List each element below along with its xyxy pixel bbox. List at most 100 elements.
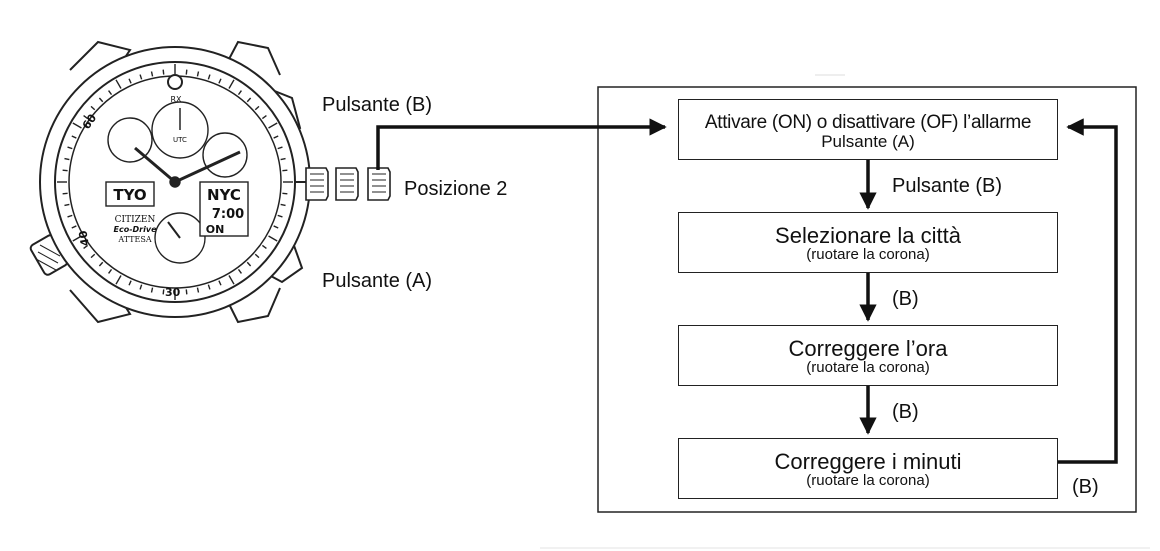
bezel-tick	[246, 97, 252, 103]
bezel-tick	[162, 69, 165, 75]
bezel-tick	[237, 268, 242, 274]
flow-frame	[597, 86, 1137, 513]
crown-to-flow-arrow	[376, 118, 667, 170]
bezel-tick	[72, 235, 82, 242]
ring-label-mid: UTC	[173, 136, 187, 144]
flow-step-set-minutes: Correggere i minuti (ruotare la corona)	[678, 438, 1058, 499]
watch-dial	[105, 101, 308, 264]
flow-step-title: Attivare (ON) o disattivare (OF) l’allar…	[704, 111, 1032, 133]
bezel-tick	[139, 74, 143, 80]
bezel-tick	[228, 275, 235, 285]
crown-position-1	[335, 167, 359, 201]
bezel-tick	[71, 225, 77, 229]
bezel-tick	[246, 261, 252, 267]
lcd-right-city: NYC	[207, 186, 241, 204]
bezel-tick	[115, 275, 122, 285]
bezel-tick	[261, 115, 267, 120]
bezel-tick	[83, 115, 89, 120]
bezel-tick	[67, 214, 73, 218]
bezel-tick	[261, 244, 267, 249]
label-button-b: Pulsante (B)	[322, 94, 433, 116]
model-name: ATTESA	[117, 235, 151, 244]
flow-step-select-city: Selezionare la città (ruotare la corona)	[678, 212, 1058, 273]
lcd-left-text: TYO	[113, 186, 146, 204]
bezel-tick	[150, 71, 154, 77]
bezel-tick	[64, 157, 70, 161]
bezel-tick	[273, 135, 279, 139]
bezel-tick	[128, 78, 132, 84]
brand-name: CITIZEN	[115, 215, 156, 225]
bezel-tick	[282, 169, 288, 172]
bezel-tick	[268, 235, 278, 242]
bezel-tick	[196, 287, 200, 293]
model-line: Eco-Drive	[114, 225, 158, 234]
bezel-tick	[139, 284, 143, 290]
bezel-tick	[185, 69, 188, 75]
hour-hand	[134, 146, 176, 184]
bezel-tick	[185, 289, 188, 295]
bezel-tick	[218, 280, 222, 286]
crown-guard-dot	[167, 74, 183, 90]
bezel-ticks	[57, 64, 293, 300]
crown-position-0[interactable]	[305, 167, 329, 201]
crown-positions	[305, 167, 391, 201]
subdial-top-left	[107, 117, 153, 163]
bezel-tick	[254, 105, 260, 111]
bezel-tick	[237, 90, 242, 96]
bezel-tick	[273, 225, 279, 229]
bezel-tick	[64, 203, 70, 207]
subdial-bottom	[154, 212, 206, 264]
bezel-tick	[62, 192, 68, 195]
bezel-tick	[228, 79, 235, 89]
flow-arrow-label-3: (B)	[892, 401, 919, 423]
lcd-right-time: 7:00	[212, 207, 244, 222]
bezel-tick	[108, 268, 113, 274]
bezel-tick	[277, 214, 283, 218]
bezel-tick	[71, 135, 77, 139]
flow-arrow-label-1: Pulsante (B)	[892, 175, 1003, 197]
bezel-tick	[207, 74, 211, 80]
bezel-tick	[67, 146, 73, 150]
bezel-tick	[108, 90, 113, 96]
flow-step-subtitle: Pulsante (A)	[821, 131, 915, 151]
crown-position-2	[367, 167, 391, 201]
bezel-tick	[90, 253, 96, 259]
bezel-tick	[254, 253, 260, 259]
subdial-top-center	[151, 101, 209, 159]
flow-step-subtitle: (ruotare la corona)	[806, 471, 930, 489]
bezel-tick	[98, 97, 104, 103]
lcd-left	[105, 181, 155, 207]
flow-step-title: Correggere i minuti	[774, 448, 962, 474]
bezel-tick	[280, 157, 286, 161]
watch-dial-text: TYO NYC 7:00 ON CITIZEN Eco-Drive ATTESA…	[76, 95, 244, 299]
flow-return-arrow	[1058, 118, 1118, 464]
flow-step-set-hour: Correggere l’ora (ruotare la corona)	[678, 325, 1058, 386]
flow-return-label: (B)	[1072, 476, 1099, 498]
flow-arrow-label-2: (B)	[892, 288, 919, 310]
bezel-tick	[90, 105, 96, 111]
flow-step-subtitle: (ruotare la corona)	[806, 358, 930, 376]
bezel-tick	[196, 71, 200, 77]
label-crown-position: Posizione 2	[404, 178, 508, 200]
ring-label-top: RX	[170, 95, 182, 104]
lcd-right	[199, 181, 249, 237]
bezel-tick	[150, 287, 154, 293]
label-button-a: Pulsante (A)	[322, 270, 433, 292]
bezel-number-30: 30	[165, 286, 181, 299]
flow-step-subtitle: (ruotare la corona)	[806, 245, 930, 263]
bezel-tick	[280, 203, 286, 207]
bezel-tick	[277, 146, 283, 150]
bezel-tick	[115, 79, 122, 89]
bezel-tick	[218, 78, 222, 84]
bezel-number-40: 40	[76, 229, 92, 247]
flow-step-title: Correggere l’ora	[788, 335, 948, 361]
bezel-tick	[268, 122, 278, 129]
subdial-right	[202, 132, 248, 178]
lcd-right-status: ON	[206, 223, 225, 236]
flow-step-title: Selezionare la città	[775, 222, 961, 248]
bezel-tick	[72, 122, 82, 129]
minute-hand	[174, 150, 241, 184]
bezel-tick	[98, 261, 104, 267]
bezel-tick	[83, 244, 89, 249]
